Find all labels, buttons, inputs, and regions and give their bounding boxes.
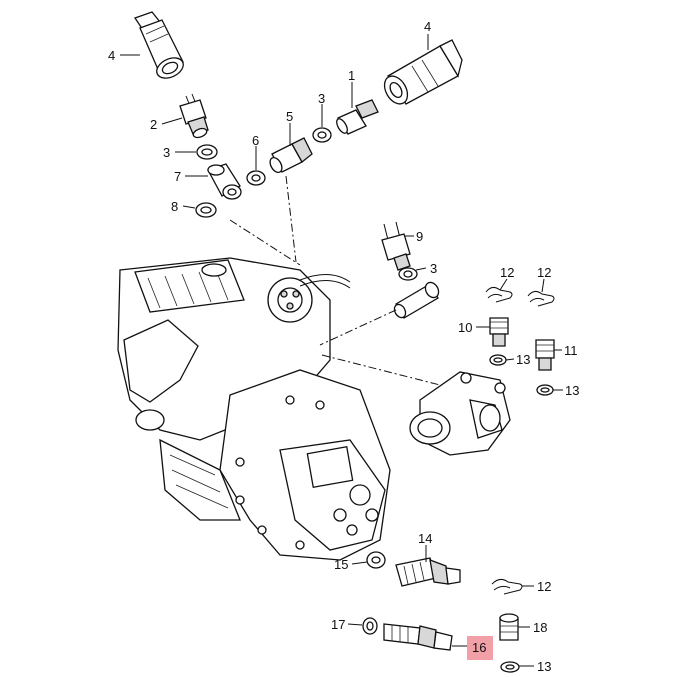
part-3-washer-right xyxy=(398,267,418,281)
part-6-washer xyxy=(246,170,266,186)
assembly-line xyxy=(229,219,301,266)
part-3-washer-left xyxy=(196,144,218,160)
part-10-sensor xyxy=(489,317,509,347)
callout-8: 8 xyxy=(171,199,178,214)
callout-12-right: 12 xyxy=(537,265,551,280)
highlight-box-16 xyxy=(467,636,493,660)
callout-1: 1 xyxy=(348,68,355,83)
callout-10: 10 xyxy=(458,320,472,335)
part-16-sender xyxy=(383,623,453,651)
callout-12-bottom: 12 xyxy=(537,579,551,594)
part-12-clip-bottom xyxy=(491,578,523,595)
part-2-temperature-sensor xyxy=(179,93,209,139)
callout-6: 6 xyxy=(252,133,259,148)
callout-4-right: 4 xyxy=(424,19,431,34)
callout-2: 2 xyxy=(150,117,157,132)
coolant-flange xyxy=(409,371,511,456)
callout-16: 16 xyxy=(472,640,486,655)
callout-7: 7 xyxy=(174,169,181,184)
part-4-connector-boot-left xyxy=(133,11,184,79)
part-15-washer xyxy=(366,551,386,569)
part-14-switch xyxy=(395,557,461,587)
assembly-line xyxy=(321,354,441,386)
callout-13-b: 13 xyxy=(565,383,579,398)
part-4-connector-boot-right xyxy=(383,39,463,105)
engine-gearbox-assembly xyxy=(117,257,391,561)
callout-15: 15 xyxy=(334,557,348,572)
part-3-washer-middle xyxy=(312,127,332,143)
callout-3-right: 3 xyxy=(430,261,437,276)
callout-3-left: 3 xyxy=(163,145,170,160)
callout-12-left: 12 xyxy=(500,265,514,280)
part-1-sensor xyxy=(336,99,379,135)
callout-17: 17 xyxy=(331,617,345,632)
leader-lines xyxy=(120,34,563,667)
part-13-washer-b xyxy=(536,384,554,396)
assembly-line xyxy=(285,175,297,263)
callout-3-middle: 3 xyxy=(318,91,325,106)
part-7-adapter xyxy=(207,163,242,200)
assembly-line xyxy=(319,309,397,346)
callout-13-a: 13 xyxy=(516,352,530,367)
callout-5: 5 xyxy=(286,109,293,124)
callout-13-c: 13 xyxy=(537,659,551,674)
part-13-washer-a xyxy=(489,354,507,366)
callout-9: 9 xyxy=(416,229,423,244)
callout-18: 18 xyxy=(533,620,547,635)
part-12-clip-left xyxy=(485,286,513,303)
callout-14: 14 xyxy=(418,531,432,546)
callout-4-left: 4 xyxy=(108,48,115,63)
part-9-sender xyxy=(381,221,411,271)
callout-11: 11 xyxy=(564,343,578,358)
part-13-washer-c xyxy=(500,661,520,673)
coolant-pipe-connector xyxy=(393,281,440,319)
part-17-washer xyxy=(362,617,378,635)
part-11-sensor xyxy=(535,339,555,371)
part-5-fitting xyxy=(269,137,313,174)
part-8-washer xyxy=(195,202,217,218)
part-12-clip-right xyxy=(527,290,555,307)
part-18-sensor xyxy=(499,613,519,641)
